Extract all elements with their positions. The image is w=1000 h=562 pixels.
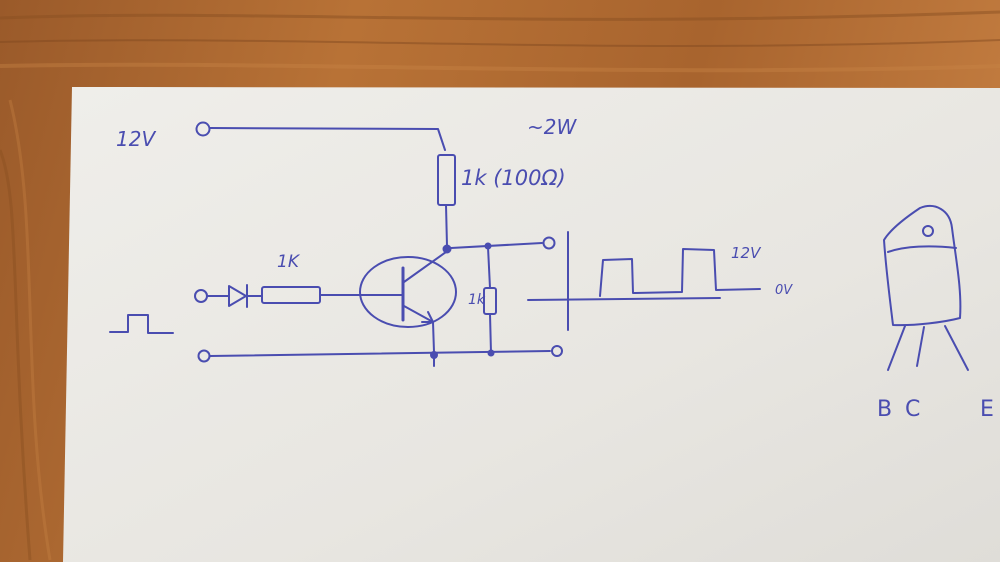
output-waveform <box>527 231 761 331</box>
transistor-symbol <box>359 251 457 353</box>
supply-voltage-label: 12V <box>116 127 156 151</box>
paper-sheet <box>63 87 1000 562</box>
wave-high-label: 12V <box>731 244 762 262</box>
wave-low-label: 0V <box>775 283 793 298</box>
supply-wire <box>209 127 446 151</box>
handwritten-labels: 12V ~2W 1k (100Ω) 1K 1k 12V 0V B C E <box>116 115 994 422</box>
output-top-terminal <box>542 236 556 250</box>
output-top-wire <box>450 242 543 249</box>
power-rating-label: ~2W <box>527 115 577 139</box>
input-pulse-symbol <box>109 314 174 334</box>
output-resistor-label: 1k <box>468 292 486 308</box>
ground-right-terminal <box>551 345 563 357</box>
transistor-package-sketch <box>883 205 969 371</box>
pin-b-label: B <box>877 397 892 422</box>
pin-e-label: E <box>980 397 994 422</box>
pin-c-label: C <box>905 397 920 422</box>
collector-resistor-label: 1k (100Ω) <box>461 166 566 190</box>
supply-terminal <box>195 121 211 137</box>
base-resistor-label: 1K <box>277 252 301 272</box>
collector-node <box>442 244 452 254</box>
circuit-diagram <box>109 121 969 371</box>
